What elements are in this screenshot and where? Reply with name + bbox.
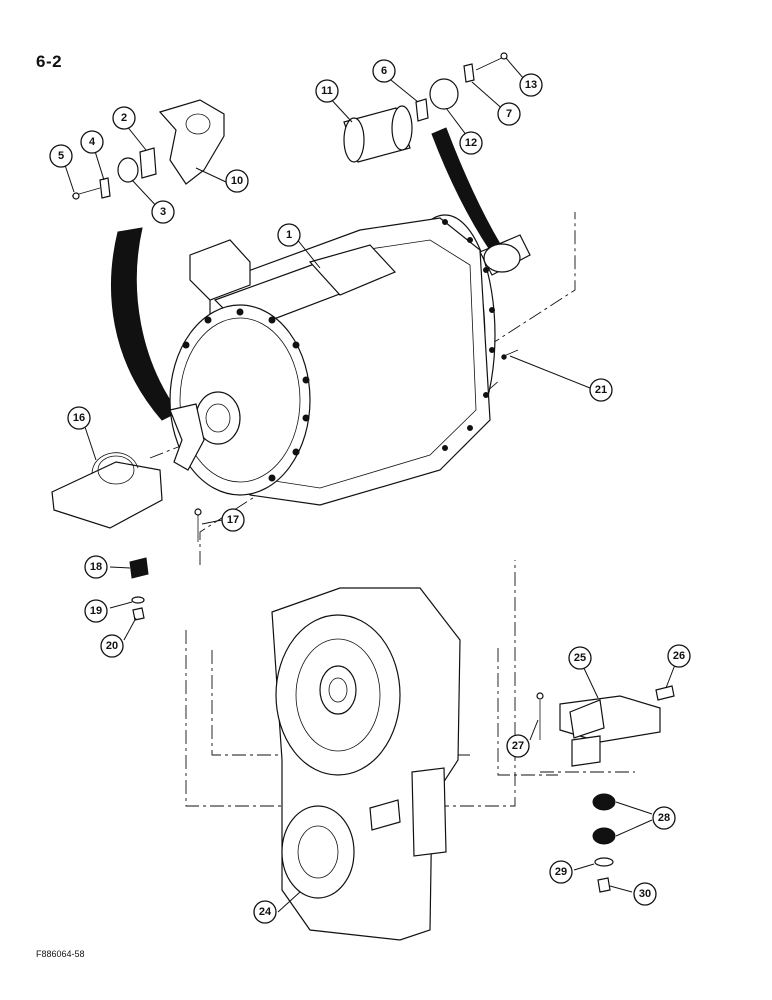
callout-25-label: 25	[574, 652, 586, 664]
callout-18-label: 18	[90, 561, 102, 573]
callout-24: 24	[253, 900, 277, 924]
callout-24-label: 24	[259, 906, 272, 918]
rear-mount-bracket	[536, 685, 675, 893]
callout-30: 30	[633, 882, 657, 906]
callout-11-label: 11	[321, 85, 333, 97]
callout-16: 16	[67, 406, 91, 430]
callout-4-label: 4	[89, 136, 96, 148]
callout-3: 3	[151, 200, 175, 224]
callout-18: 18	[84, 555, 108, 579]
callout-5: 5	[49, 144, 73, 168]
callout-19-label: 19	[90, 605, 102, 617]
rear-coupling-parts	[343, 52, 508, 163]
callout-13: 13	[519, 73, 543, 97]
callout-21: 21	[589, 378, 613, 402]
callout-11: 11	[315, 79, 339, 103]
callout-20: 20	[100, 634, 124, 658]
callout-29: 29	[549, 860, 573, 884]
page-number: 6-2	[36, 52, 63, 71]
callout-19: 19	[84, 599, 108, 623]
callout-10: 10	[225, 169, 249, 193]
callout-26: 26	[667, 644, 691, 668]
callout-16-label: 16	[73, 412, 85, 424]
callout-28-label: 28	[658, 812, 670, 824]
callout-4: 4	[80, 130, 104, 154]
callout-21-label: 21	[595, 384, 607, 396]
transmission-assembly	[169, 214, 531, 506]
callout-1: 1	[277, 223, 301, 247]
callout-27-label: 27	[512, 740, 524, 752]
callout-6-label: 6	[381, 65, 387, 77]
callout-28: 28	[652, 806, 676, 830]
callout-27: 27	[506, 734, 530, 758]
callout-2-label: 2	[121, 112, 127, 124]
callout-25: 25	[568, 646, 592, 670]
transfer-case	[271, 587, 461, 941]
figure-code: F886064-58	[36, 949, 85, 959]
callout-20-label: 20	[106, 640, 118, 652]
callout-5-label: 5	[58, 150, 64, 162]
callout-17: 17	[221, 508, 245, 532]
callout-7: 7	[497, 102, 521, 126]
callout-29-label: 29	[555, 866, 567, 878]
callout-1-label: 1	[286, 229, 292, 241]
callout-bubbles: 1 2 3 4 5 6 7 10 11 12 13 16 17 18 19 20…	[49, 59, 691, 924]
callout-12-label: 12	[465, 137, 477, 149]
front-yoke-parts	[71, 99, 225, 200]
callout-6: 6	[372, 59, 396, 83]
callout-2: 2	[112, 106, 136, 130]
callout-3-label: 3	[160, 206, 166, 218]
callout-26-label: 26	[673, 650, 685, 662]
front-mount-bracket	[51, 452, 202, 621]
callout-13-label: 13	[525, 79, 537, 91]
callout-10-label: 10	[231, 175, 243, 187]
callout-7-label: 7	[506, 108, 512, 120]
callout-17-label: 17	[227, 514, 239, 526]
callout-30-label: 30	[639, 888, 651, 900]
callout-12: 12	[459, 131, 483, 155]
